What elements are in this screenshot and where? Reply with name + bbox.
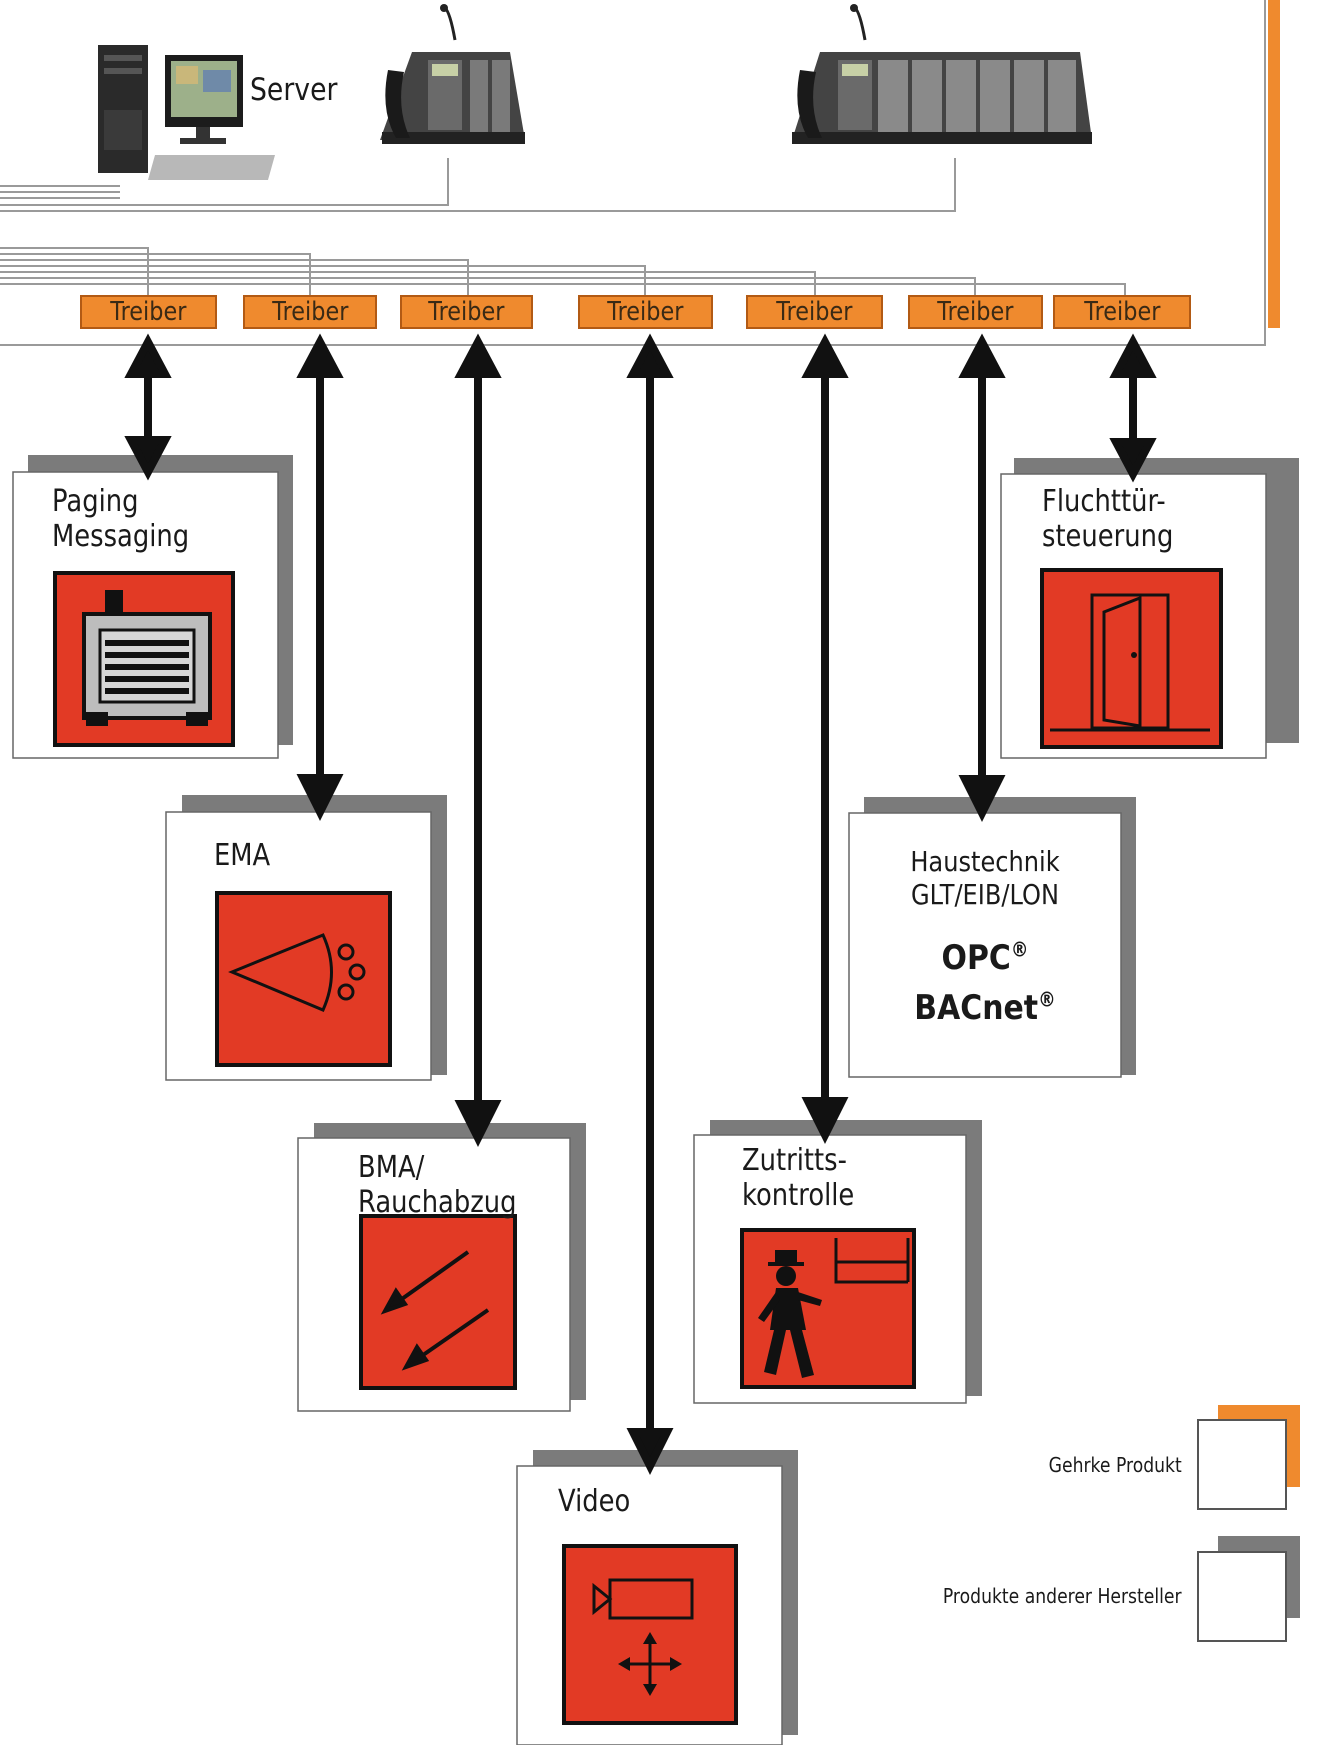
- legend-andere-box: [1197, 1551, 1287, 1642]
- bus-lines: [0, 0, 1266, 346]
- server-computer-icon: [98, 45, 275, 180]
- zutritt-title-line1: Zutritts-: [742, 1143, 847, 1178]
- driver-label: Treiber: [607, 297, 684, 327]
- fluchttuer-title-line1: Fluchttür-: [1042, 484, 1166, 519]
- bacnet-registered-mark: ®: [1038, 987, 1056, 1012]
- bma-title-line2: Rauchabzug: [358, 1185, 517, 1221]
- paging-title-line2: Messaging: [52, 519, 190, 555]
- fluchttuer-title: Fluchttür- steuerung: [1042, 484, 1173, 555]
- driver-label: Treiber: [776, 297, 853, 327]
- haustechnik-box: [848, 812, 1122, 1078]
- driver-box-3: Treiber: [400, 295, 533, 329]
- opc-label: OPC®: [865, 938, 1104, 978]
- driver-label: Treiber: [271, 297, 349, 327]
- zutritt-title: Zutritts- kontrolle: [742, 1143, 854, 1214]
- bacnet-label: BACnet®: [865, 988, 1104, 1028]
- smoke-vent-arrows-icon: [359, 1214, 517, 1390]
- fluchttuer-title-line2: steuerung: [1042, 519, 1174, 555]
- driver-box-2: Treiber: [243, 295, 377, 329]
- bma-title: BMA/ Rauchabzug: [358, 1150, 517, 1221]
- escape-door-icon: [1040, 568, 1223, 749]
- driver-label: Treiber: [428, 297, 505, 327]
- opc-text: OPC: [941, 938, 1011, 978]
- alarm-siren-icon: [215, 891, 392, 1067]
- driver-box-4: Treiber: [578, 295, 713, 329]
- driver-box-6: Treiber: [908, 295, 1043, 329]
- server-label: Server: [250, 72, 338, 108]
- driver-label: Treiber: [110, 297, 187, 327]
- bma-title-line1: BMA/: [358, 1150, 425, 1185]
- paging-title-line1: Paging: [52, 484, 139, 519]
- zutritt-title-line2: kontrolle: [742, 1178, 855, 1214]
- ema-title: EMA: [214, 838, 271, 873]
- driver-box-1: Treiber: [80, 295, 217, 329]
- haustechnik-title-line2: GLT/EIB/LON: [910, 878, 1060, 912]
- orange-vertical-bar: [1268, 0, 1280, 328]
- bacnet-text: BACnet: [914, 988, 1039, 1028]
- intercom-desk-phone-icon: [380, 4, 525, 144]
- video-title: Video: [558, 1484, 631, 1519]
- haustechnik-title: Haustechnik GLT/EIB/LON: [868, 845, 1102, 911]
- legend-andere-label: Produkte anderer Hersteller: [943, 1584, 1182, 1608]
- intercom-console-icon: [792, 4, 1092, 144]
- paging-title: Paging Messaging: [52, 484, 189, 555]
- driver-label: Treiber: [937, 297, 1014, 327]
- haustechnik-title-line1: Haustechnik: [910, 845, 1060, 878]
- driver-box-7: Treiber: [1053, 295, 1191, 329]
- opc-registered-mark: ®: [1010, 937, 1029, 962]
- legend-gehrke-label: Gehrke Produkt: [1048, 1453, 1182, 1477]
- driver-label: Treiber: [1083, 297, 1161, 327]
- legend-gehrke-box: [1197, 1419, 1287, 1510]
- connection-arrows: [124, 333, 1157, 1475]
- driver-box-5: Treiber: [746, 295, 883, 329]
